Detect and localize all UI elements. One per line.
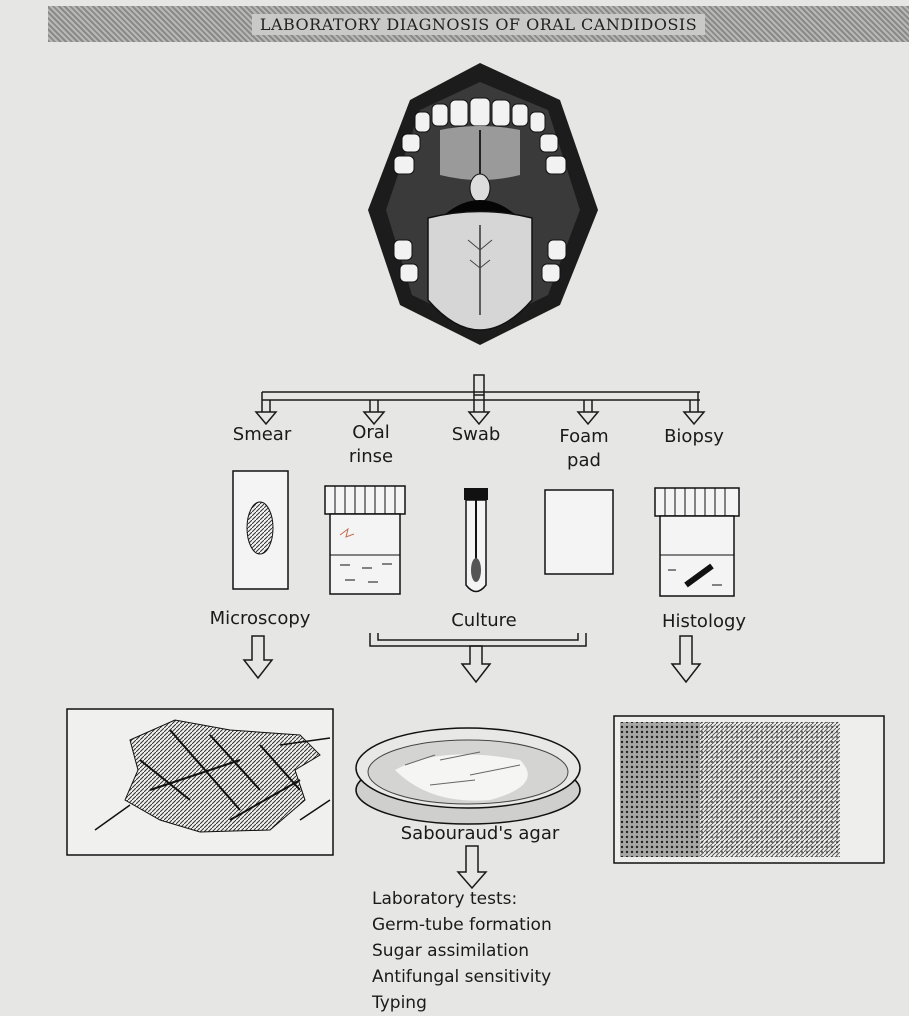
smear-label: Smear: [233, 424, 291, 446]
swab-label: Swab: [452, 424, 501, 446]
culture-label: Culture: [451, 610, 517, 632]
foam-pad-label-line2: pad: [567, 450, 601, 472]
oral-rinse-label-line1: Oral: [352, 422, 390, 444]
foam-pad-label-line1: Foam: [559, 426, 608, 448]
open-mouth-illustration: [368, 63, 598, 345]
sampling-connectors: [256, 375, 704, 424]
biopsy-label: Biopsy: [664, 426, 724, 448]
biopsy-container-illustration: [655, 488, 739, 596]
histology-label: Histology: [662, 611, 746, 633]
test-item-sugar-assimilation: Sugar assimilation: [372, 938, 552, 964]
petri-dish-illustration: [356, 728, 580, 824]
foam-pad-illustration: [545, 490, 613, 574]
laboratory-tests-list: Laboratory tests: Germ-tube formation Su…: [372, 886, 552, 1016]
test-item-germ-tube: Germ-tube formation: [372, 912, 552, 938]
microscopy-image: [67, 709, 333, 855]
histology-image: [614, 716, 884, 863]
swab-tube-illustration: [464, 488, 488, 592]
laboratory-tests-heading: Laboratory tests:: [372, 886, 552, 912]
sabouraud-agar-label: Sabouraud's agar: [401, 823, 560, 845]
oral-rinse-label-line2: rinse: [349, 446, 393, 468]
test-item-antifungal-sensitivity: Antifungal sensitivity: [372, 964, 552, 990]
smear-slide-illustration: [233, 471, 288, 589]
microscopy-label: Microscopy: [210, 608, 311, 630]
test-item-typing: Typing: [372, 990, 552, 1016]
oral-rinse-container-illustration: [325, 486, 405, 594]
